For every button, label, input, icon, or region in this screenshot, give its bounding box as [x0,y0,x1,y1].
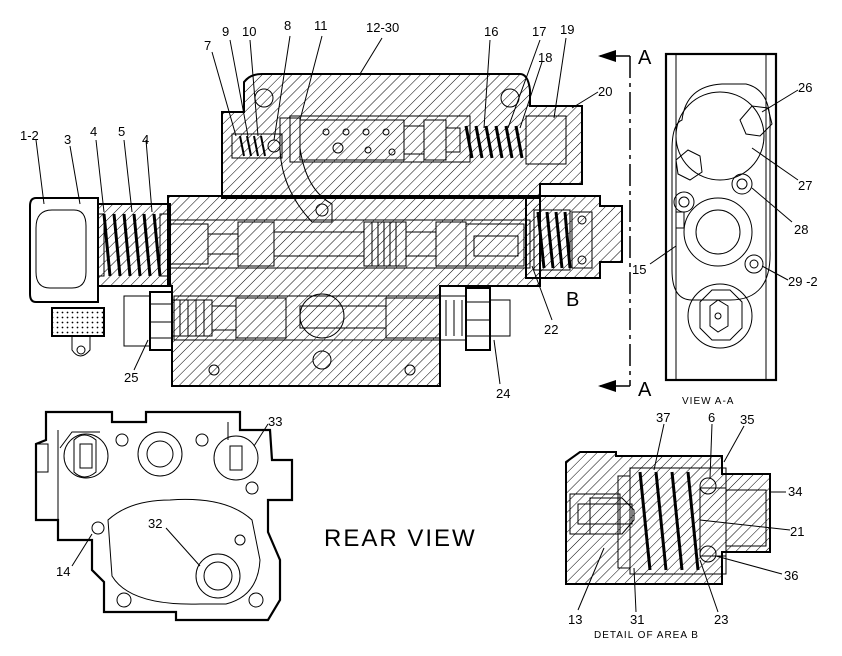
callout-label: 33 [268,414,282,429]
callout-label: 37 [656,410,670,425]
callout-label: 14 [56,564,70,579]
detail-area-b: DETAIL OF AREA B 37 6 35 34 21 36 23 31 … [565,410,804,641]
spool-grooves [371,222,397,266]
main-spool [167,221,525,267]
callout-label: 8 [284,18,291,33]
callout-label: 4 [90,124,97,139]
view-aa: VIEW A-A 26 27 28 15 29 -2 [632,52,818,407]
callout-label: 29 -2 [788,274,818,289]
callout-label: 11 [314,18,328,33]
callout-label: 23 [714,612,728,627]
section-arrow-label: A [638,47,652,69]
poppet [473,235,519,257]
callout-label: 17 [532,24,546,39]
end-cap [29,197,99,303]
linkage-lug [51,307,105,337]
callout-label: 9 [222,24,229,39]
main-section-view [29,73,623,387]
right-end-housing [525,195,623,279]
internal-passage [279,117,333,223]
callout-label: 6 [708,410,715,425]
upper-housing [221,73,583,199]
callout-label: 22 [544,322,558,337]
view-aa-caption: VIEW A-A [682,396,734,407]
end-cap-inner [35,209,87,289]
callout-label: 18 [538,50,552,65]
callout-label: 24 [496,386,510,401]
callout-label: 26 [798,80,812,95]
linkage-eye [71,336,91,357]
callout-label: 10 [242,24,256,39]
left-spring [102,213,162,277]
callout-label: 28 [794,222,808,237]
callout-label: 27 [798,178,812,193]
main-leaders [35,35,599,385]
linkage-eye-hole [76,345,86,355]
callout-label: 1-2 [20,128,39,143]
poppet-housing [465,223,525,267]
rear-view-title: REAR VIEW [324,525,477,552]
spring-retainer-right [159,213,169,277]
callout-label: 7 [204,38,211,53]
callout-label: 36 [784,568,798,583]
main-callouts: 1-2 3 4 5 4 7 9 10 8 11 12-30 16 17 18 1… [20,18,612,401]
detail-marker-b: B [566,289,579,311]
callout-label: 25 [124,370,138,385]
callout-label: 5 [118,124,125,139]
upper-spool-bore [289,115,471,163]
callout-label: 19 [560,22,574,37]
lower-spool [123,287,511,370]
callout-label: 20 [598,84,612,99]
callout-label: 31 [630,612,644,627]
detail-b-caption: DETAIL OF AREA B [594,630,699,641]
callout-label: 3 [64,132,71,147]
callout-label: 16 [484,24,498,39]
callout-label: 21 [790,524,804,539]
callout-label: 12-30 [366,20,399,35]
callout-label: 15 [632,262,646,277]
callout-label: 4 [142,132,149,147]
upper-spool [299,115,567,165]
callout-label: 34 [788,484,802,499]
section-line-aa: A A [598,47,652,401]
section-arrow-label: A [638,379,652,401]
callout-label: 32 [148,516,162,531]
callout-label: 35 [740,412,754,427]
right-spring [533,209,593,271]
spring-retainer-left [97,213,105,277]
rear-view: 33 32 14 REAR VIEW [34,410,477,622]
callout-label: 13 [568,612,582,627]
main-spool-bore [169,219,531,269]
